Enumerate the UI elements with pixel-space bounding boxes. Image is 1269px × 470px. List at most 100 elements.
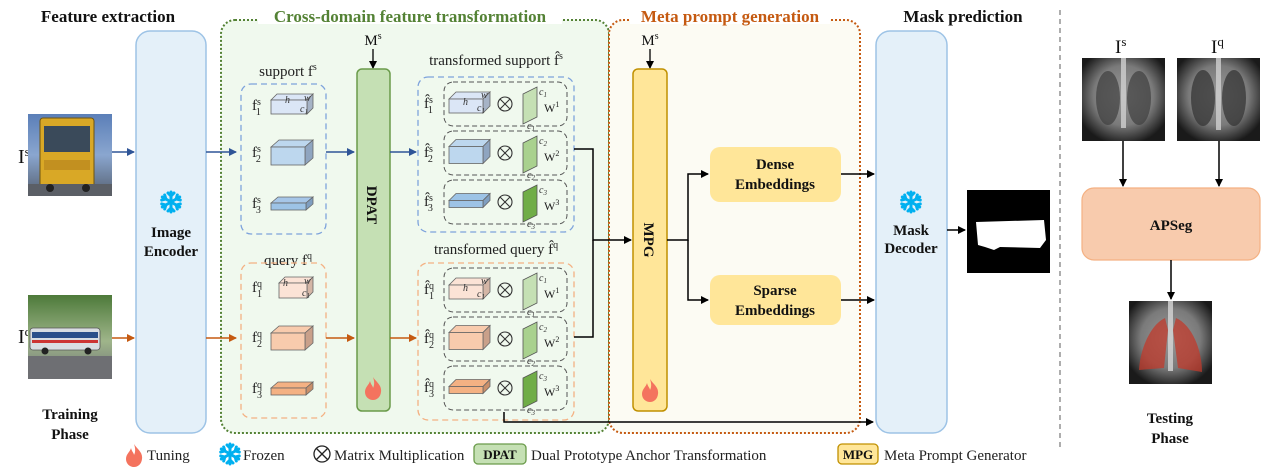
mask-decoder: Mask Decoder (875, 30, 948, 434)
legend: Tuning Frozen Matrix Multiplication DPAT… (126, 442, 1026, 467)
title-bg (258, 4, 562, 24)
matmul-icon (497, 380, 513, 396)
section-title-feature-extraction: Feature extraction (41, 7, 176, 26)
svg-text:w: w (481, 90, 488, 101)
matmul-icon (497, 96, 513, 112)
matmul-icon (497, 282, 513, 298)
encoder-label-2: Encoder (144, 244, 199, 260)
svg-text:fq2: fq2 (252, 329, 262, 350)
matmul-icon (497, 145, 513, 161)
test-query-label: Iq (1211, 34, 1224, 58)
legend-dpat-tag: DPAT (483, 447, 517, 462)
dense-embeddings: Dense Embeddings (710, 147, 841, 202)
decoder-label-1: Mask (893, 223, 929, 239)
support-group (240, 83, 327, 235)
weight-matrix (522, 184, 538, 223)
transformed-support-cube (448, 138, 491, 165)
legend-frozen-label: Frozen (243, 448, 285, 464)
weight-matrix (522, 272, 538, 311)
svg-text:w: w (304, 276, 311, 287)
training-phase-label-2: Phase (51, 427, 89, 443)
svg-text:fs1: fs1 (252, 97, 261, 118)
svg-text:c1: c1 (477, 289, 485, 301)
transformed-query-cube (448, 324, 491, 351)
connector-support-to-mpg (574, 148, 632, 244)
legend-tuning-icon (126, 444, 143, 467)
weight-label: W2 (544, 149, 559, 164)
weight-matrix (522, 321, 538, 360)
svg-text:c2: c2 (539, 136, 547, 148)
support-input: Is (18, 114, 135, 196)
encoder-label-1: Image (151, 225, 191, 241)
legend-frozen-icon (219, 442, 241, 466)
svg-text:c2: c2 (539, 322, 547, 334)
svg-text:Embeddings: Embeddings (735, 303, 815, 319)
section-title-cross-domain: Cross-domain feature transformation (274, 7, 547, 26)
support-bus-image (28, 114, 112, 196)
svg-text:fq3: fq3 (252, 380, 262, 401)
legend-mpg-tag-bg (837, 443, 879, 465)
matmul-icon (497, 331, 513, 347)
svg-text:c2: c2 (527, 356, 535, 368)
query-bus-image (28, 295, 112, 379)
test-support-label: Is (1115, 34, 1126, 58)
svg-text:c1: c1 (477, 103, 485, 115)
mpg-label: MPG (640, 223, 656, 258)
transformed-support-title: transformed support f̂s (429, 51, 563, 69)
matmul-icon (497, 194, 513, 210)
apseg-model: APSeg (1081, 187, 1261, 261)
svg-text:Dense: Dense (756, 157, 795, 173)
weight-matrix (522, 135, 538, 174)
transformed-support-group (417, 76, 575, 233)
transformed-support-cube: h w c1 (448, 90, 491, 115)
weight-label: W2 (544, 335, 559, 350)
dpat-block: DPAT (356, 68, 391, 412)
svg-text:h: h (285, 95, 290, 106)
svg-text:h: h (463, 97, 468, 108)
test-support-xray (1082, 58, 1165, 141)
testing-phase-label-2: Phase (1151, 431, 1189, 447)
svg-text:c3: c3 (539, 185, 547, 197)
svg-text:fq1: fq1 (252, 279, 262, 300)
query-title: query fq (264, 251, 312, 269)
svg-text:c3: c3 (527, 219, 535, 231)
meta-prompt-section (608, 19, 861, 434)
sparse-embeddings: Sparse Embeddings (710, 275, 841, 325)
svg-text:w: w (304, 93, 311, 104)
connector-query3-to-decoder (503, 412, 874, 426)
legend-mpg-tag: MPG (843, 447, 873, 462)
legend-dpat-desc: Dual Prototype Anchor Transformation (531, 448, 767, 464)
svg-text:w: w (481, 276, 488, 287)
svg-text:Sparse: Sparse (753, 283, 797, 299)
legend-mpg-desc: Meta Prompt Generator (884, 448, 1026, 464)
arrow-mpg-to-dense (667, 170, 709, 241)
transformed-query-group (417, 262, 575, 421)
mpg-mask-input-label: Ms (641, 31, 658, 49)
weight-label: W3 (544, 384, 559, 399)
image-encoder: Image Encoder (135, 30, 207, 434)
test-output-xray (1129, 301, 1212, 384)
svg-text:c1: c1 (527, 121, 535, 133)
legend-dpat-tag-bg (473, 443, 527, 465)
section-title-mask-prediction: Mask prediction (903, 7, 1023, 26)
title-bg (630, 4, 830, 24)
section-title-meta-prompt: Meta prompt generation (641, 7, 820, 26)
predicted-mask-image (967, 190, 1050, 273)
svg-text:Embeddings: Embeddings (735, 177, 815, 193)
